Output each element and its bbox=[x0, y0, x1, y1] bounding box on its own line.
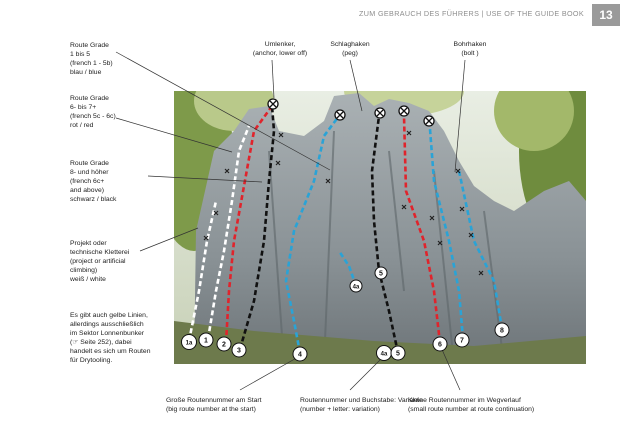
legend-line: rot / red bbox=[70, 122, 94, 129]
legend-line: schwarz / black bbox=[70, 196, 117, 203]
label-line: (anchor, lower off) bbox=[252, 50, 308, 57]
header-title: ZUM GEBRAUCH DES FÜHRERS | USE OF THE GU… bbox=[359, 9, 584, 18]
route-line-7 bbox=[427, 115, 465, 340]
label-line: (small route number at route continuatio… bbox=[408, 406, 535, 413]
legend-line: climbing) bbox=[70, 267, 98, 274]
crag-photo bbox=[174, 91, 586, 364]
legend-line: für Drytooling. bbox=[70, 357, 113, 364]
legend-line: 8- und höher bbox=[70, 169, 109, 176]
legend-line: Route Grade bbox=[70, 160, 109, 167]
legend-grade-blue: Route Grade 1 bis 5 (french 1 - 5b) blau… bbox=[70, 41, 180, 77]
label-line: Routennummer und Buchstabe: Variante bbox=[300, 397, 423, 404]
label-line: (big route number at the start) bbox=[166, 406, 256, 413]
ground bbox=[174, 321, 586, 364]
label-line: (bolt ) bbox=[461, 50, 479, 57]
page-number: 13 bbox=[592, 4, 620, 26]
legend-yellow-note: Es gibt auch gelbe Linien, allerdings au… bbox=[70, 311, 180, 365]
label-line: Umlenker, bbox=[264, 41, 296, 48]
legend-line: allerdings ausschließlich bbox=[70, 321, 144, 328]
label-line: Große Routennummer am Start bbox=[166, 397, 262, 404]
label-peg: Schlaghaken (peg) bbox=[320, 40, 380, 58]
legend-line: handelt es sich um Routen bbox=[70, 348, 151, 355]
legend-line: Es gibt auch gelbe Linien, bbox=[70, 312, 148, 319]
legend-grade-black: Route Grade 8- und höher (french 6c+ and… bbox=[70, 159, 180, 204]
legend-line: 6- bis 7+ bbox=[70, 104, 97, 111]
label-variation: Routennummer und Buchstabe: Variante (nu… bbox=[300, 396, 423, 414]
legend-line: and above) bbox=[70, 187, 105, 194]
legend-line: (☞ Seite 252), dabei bbox=[70, 339, 132, 346]
label-bolt: Bohrhaken (bolt ) bbox=[440, 40, 500, 58]
page-header: ZUM GEBRAUCH DES FÜHRERS | USE OF THE GU… bbox=[0, 0, 620, 26]
legend-line: im Sektor Lonnenbunker bbox=[70, 330, 145, 337]
legend-line: blau / blue bbox=[70, 69, 102, 76]
legend-line: (french 6c+ bbox=[70, 178, 105, 185]
label-anchor: Umlenker, (anchor, lower off) bbox=[240, 40, 320, 58]
label-continuation: Kleine Routennummer im Wegverlauf (small… bbox=[408, 396, 534, 414]
label-line: (peg) bbox=[342, 50, 358, 57]
route-line-5 bbox=[370, 115, 400, 354]
label-line: Schlaghaken bbox=[330, 41, 370, 48]
legend-line: technische Kletterei bbox=[70, 249, 130, 256]
legend-line: weiß / white bbox=[70, 276, 106, 283]
legend-line: (project or artificial bbox=[70, 258, 126, 265]
label-line: (number + letter: variation) bbox=[300, 406, 380, 413]
legend-line: (french 1 - 5b) bbox=[70, 60, 113, 67]
legend-line: 1 bis 5 bbox=[70, 51, 91, 58]
legend-grade-red: Route Grade 6- bis 7+ (french 5c - 6c) r… bbox=[70, 94, 180, 130]
legend-line: Projekt oder bbox=[70, 240, 107, 247]
route-line-4 bbox=[284, 115, 341, 354]
legend-line: Route Grade bbox=[70, 42, 109, 49]
label-line: Bohrhaken bbox=[453, 41, 487, 48]
route-line-4a bbox=[337, 250, 358, 287]
label-start: Große Routennummer am Start (big route n… bbox=[166, 396, 262, 414]
route-line-6 bbox=[402, 115, 442, 344]
legend-line: Route Grade bbox=[70, 95, 109, 102]
label-line: Kleine Routennummer im Wegverlauf bbox=[408, 397, 521, 404]
legend-line: (french 5c - 6c) bbox=[70, 113, 116, 120]
legend-project: Projekt oder technische Kletterei (proje… bbox=[70, 239, 180, 284]
route-line-1a bbox=[187, 200, 218, 342]
route-line-8 bbox=[457, 170, 504, 330]
